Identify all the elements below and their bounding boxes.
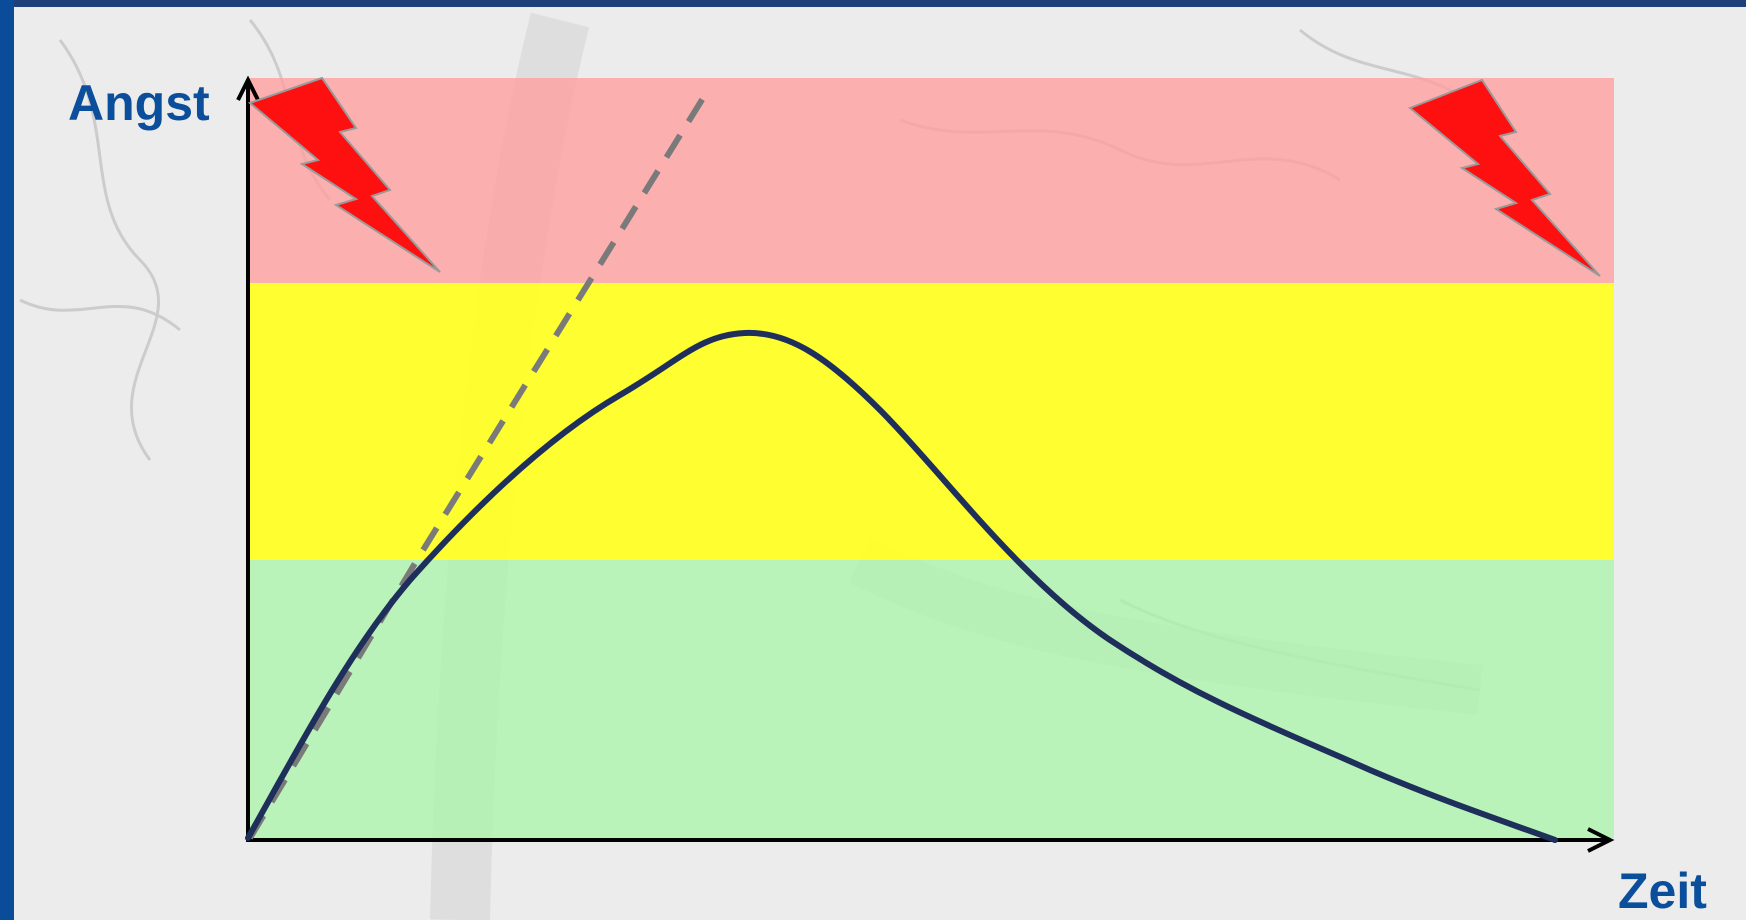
top-accent-bar: [0, 0, 1746, 7]
danger-zone: [248, 78, 1614, 283]
safe-zone: [248, 560, 1614, 838]
lightning-bolt-left: [248, 76, 441, 273]
fear-curve: [245, 329, 1558, 843]
escalation-dashed-line: [247, 93, 708, 840]
left-accent-bar: [0, 0, 14, 920]
axes: [236, 75, 1615, 853]
x-axis-label: Zeit: [1618, 863, 1707, 919]
y-axis-label: Angst: [68, 75, 210, 131]
lightning-bolt-right: [1408, 78, 1601, 277]
y-axis-arrowhead: [236, 75, 260, 101]
caution-zone: [248, 283, 1614, 560]
x-axis-arrowhead: [1587, 827, 1615, 853]
